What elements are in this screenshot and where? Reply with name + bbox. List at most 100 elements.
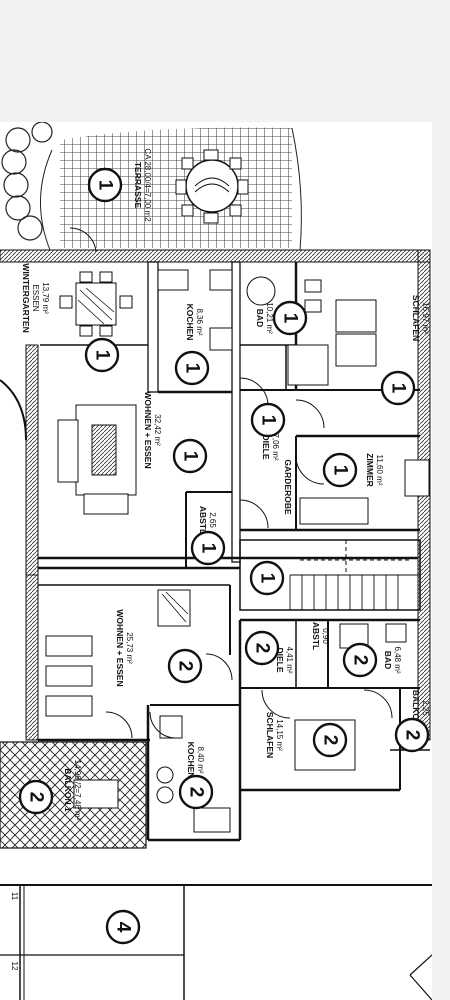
room-label-line: 7,06 m² — [271, 433, 280, 460]
unit-marker-1: 1 — [322, 452, 358, 488]
room-label-line: ABSTL — [311, 622, 321, 650]
svg-text:4: 4 — [113, 922, 134, 933]
room-label-line: 0,90 — [321, 628, 330, 644]
svg-text:1: 1 — [198, 543, 219, 554]
unit-marker-1: 1 — [380, 370, 416, 406]
room-label-line: 10,21 m² — [265, 302, 274, 334]
svg-text:2: 2 — [26, 792, 47, 803]
room-label-line: 4,41 m² — [285, 646, 294, 673]
unit-marker-2: 2 — [342, 642, 378, 678]
room-label-line: BAD — [383, 651, 393, 669]
room-label-line: KOCHEN — [185, 304, 195, 341]
unit-marker-2: 2 — [18, 779, 54, 815]
room-label-line: SCHLAFEN — [411, 295, 421, 341]
staircase — [239, 539, 421, 611]
unit-marker-1: 1 — [84, 337, 120, 373]
unit-marker-1: 1 — [87, 167, 123, 203]
lower-grid — [0, 884, 432, 1000]
unit-marker-2: 2 — [312, 722, 348, 758]
walls-unit-1 — [0, 249, 431, 741]
room-label-line: 32,42 m² — [153, 414, 162, 446]
unit-marker-1: 1 — [250, 402, 286, 438]
terrace-table — [175, 149, 249, 224]
room-label-line: DIELE — [261, 434, 271, 459]
unit-marker-1: 1 — [190, 530, 226, 566]
svg-text:1: 1 — [257, 573, 278, 584]
room-label-line: BALKON 1 — [63, 768, 73, 812]
door-swings — [69, 227, 393, 739]
room-label-line: BALKON — [411, 690, 421, 726]
room-label-line: 11,60 m² — [375, 455, 384, 486]
room-label-line: 13,79 m² — [41, 282, 50, 314]
svg-text:1: 1 — [180, 451, 201, 462]
svg-text:1: 1 — [95, 180, 116, 191]
room-label-line: KOCHEN — [186, 742, 196, 779]
room-label-line: BAD — [255, 309, 265, 327]
room-label-line: ABSTL — [198, 506, 208, 534]
hedge — [1, 122, 53, 241]
room-label-line: 14,96 /2=7,48 m² — [73, 760, 82, 821]
room-label-line: 16,97 m² — [421, 302, 430, 334]
svg-text:2: 2 — [186, 787, 207, 798]
svg-text:2: 2 — [252, 643, 273, 654]
room-label-line: 14,15 m² — [275, 719, 284, 751]
svg-text:1: 1 — [258, 415, 279, 426]
room-label-line: SCHLAFEN — [265, 712, 275, 758]
room-label-line: GARDEROBE — [283, 459, 293, 515]
unit-marker-1: 1 — [249, 560, 285, 596]
grid-mark-label: 12 — [10, 962, 19, 971]
svg-text:2: 2 — [350, 655, 371, 666]
room-label-line: 8,36 m² — [195, 308, 204, 335]
svg-text:1: 1 — [388, 383, 409, 394]
top-bar — [0, 0, 450, 110]
room-label-line: WOHNEN + ESSEN — [143, 391, 153, 468]
svg-text:2: 2 — [402, 730, 423, 741]
room-label-line: TERRASSE — [133, 162, 143, 209]
svg-text:1: 1 — [92, 350, 113, 361]
balcony-lower-table — [73, 779, 119, 809]
unit-marker-4: 4 — [105, 909, 141, 945]
unit-marker-2: 2 — [178, 774, 214, 810]
walls-unit-2 — [25, 574, 430, 842]
unit-marker-1: 1 — [174, 350, 210, 386]
svg-text:1: 1 — [330, 465, 351, 476]
room-label-line: DIELE — [275, 647, 285, 672]
room-label-line: ZIMMER — [365, 453, 375, 487]
terrace — [39, 127, 302, 251]
room-label-line: 6,48 m² — [393, 646, 402, 673]
room-label-line: ESSEN — [31, 284, 40, 311]
svg-text:1: 1 — [280, 313, 301, 324]
room-label-line: 25,73 m² — [125, 632, 134, 664]
svg-text:2: 2 — [320, 735, 341, 746]
room-label-line: WOHNEN + ESSEN — [115, 609, 125, 686]
room-label-line: CA 28,00/4=7,00 m2 — [143, 148, 152, 222]
unit-markers: 1 1 1 1 1 1 1 1 1 1 2 2 2 2 2 2 2 4 — [18, 167, 430, 945]
unit-marker-2: 2 — [167, 648, 203, 684]
unit-marker-2: 2 — [394, 717, 430, 753]
unit-marker-1: 1 — [172, 438, 208, 474]
unit-marker-1: 1 — [272, 300, 308, 336]
room-label-garderobe: GARDEROBE — [283, 459, 293, 515]
svg-text:2: 2 — [175, 661, 196, 672]
wintergarten-arc — [0, 379, 27, 441]
